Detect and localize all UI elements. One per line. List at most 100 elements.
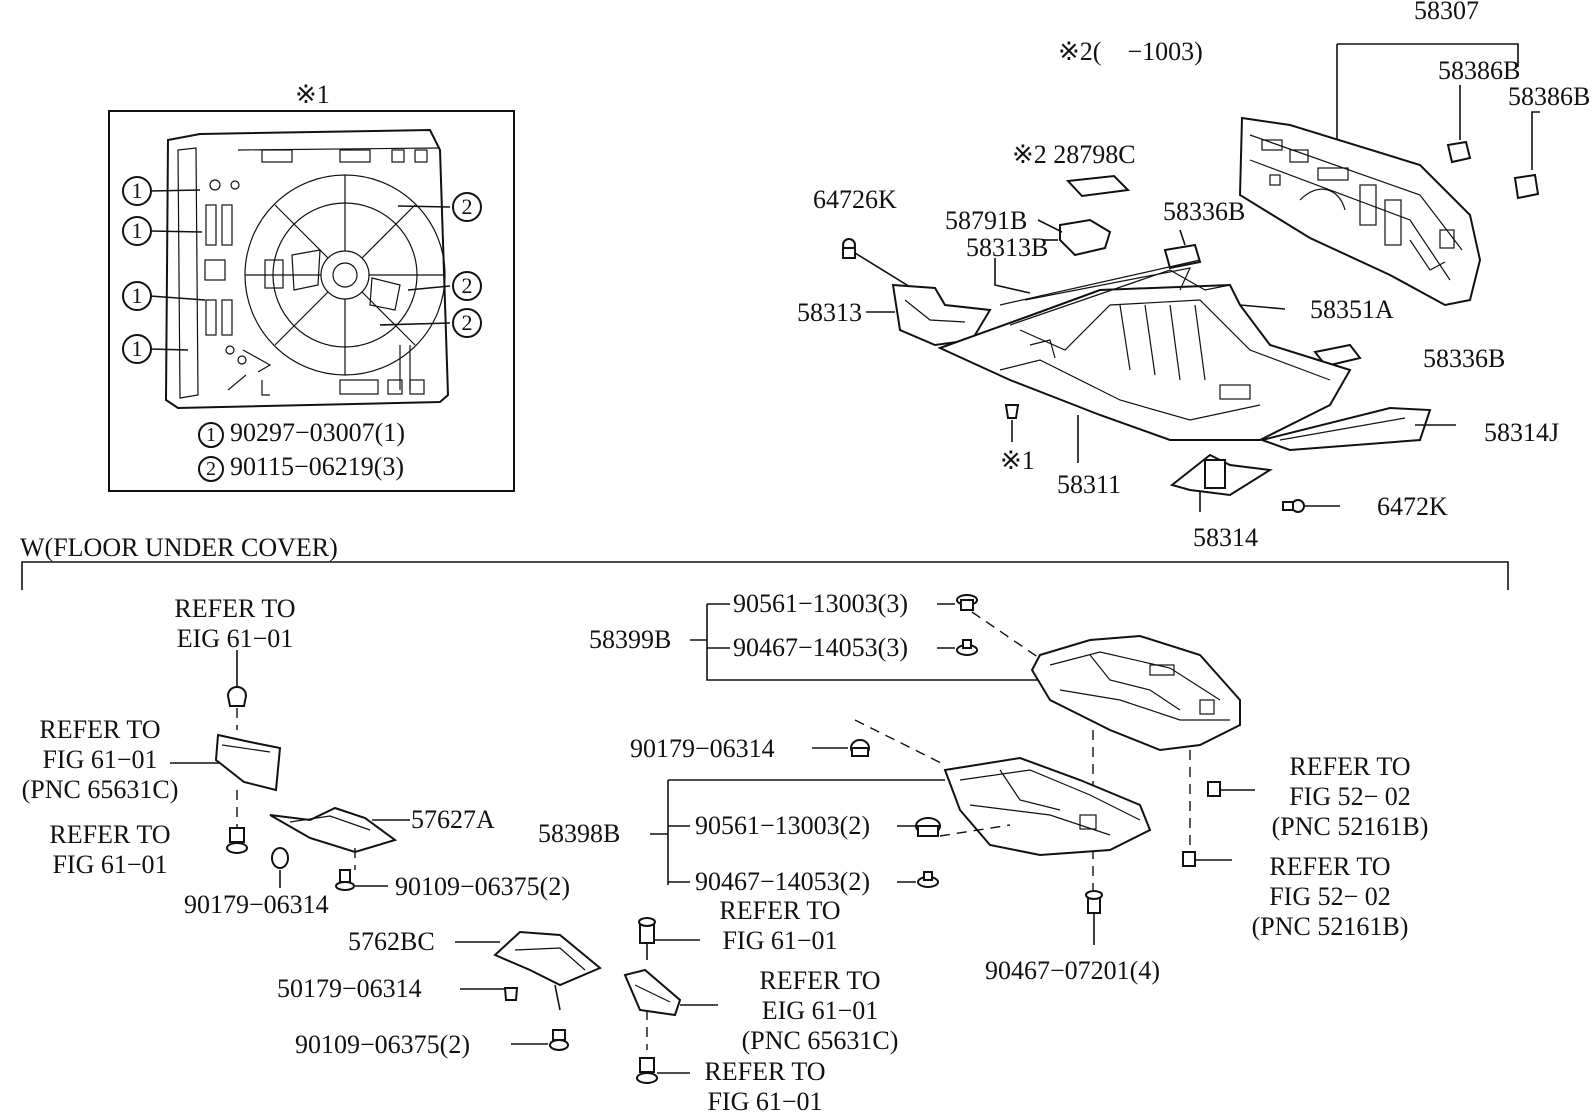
ref-eig-mid-b-line2: EIG 61−01	[761, 996, 879, 1025]
ref-fig-65631C-line3: (PNC 65631C)	[21, 775, 179, 804]
label-57627A: 57627A	[411, 805, 495, 834]
clip-90179-right	[850, 739, 870, 757]
callout-1-d: 1	[122, 334, 152, 364]
label-58399B: 58399B	[589, 625, 672, 654]
pad-28798C	[1065, 174, 1131, 198]
cover-57627A	[269, 806, 398, 854]
ref-eig-mid-b-line1: REFER TO	[759, 966, 881, 995]
label-90109-left: 90109−06375(2)	[395, 872, 570, 901]
label-90179-right: 90179−06314	[630, 734, 775, 763]
part-58791B	[1059, 218, 1112, 257]
cover-5762BC	[493, 930, 602, 987]
floor-pan-58311-drawing	[937, 259, 1352, 441]
ref-fig-mid-a-line2: FIG 61−01	[722, 926, 838, 955]
ref-fig-52161B-b-line3: (PNC 52161B)	[1251, 912, 1409, 941]
nut-90467-a	[956, 639, 978, 656]
label-58386B-a: 58386B	[1438, 56, 1521, 85]
clip-90179-left	[271, 847, 289, 869]
bolt-64726K	[842, 238, 856, 259]
clip-58386B-a	[1446, 140, 1472, 164]
label-90561-a: 90561−13003(3)	[733, 589, 908, 618]
label-5762BC: 5762BC	[348, 927, 435, 956]
label-90467-a: 90467−14053(3)	[733, 633, 908, 662]
bolt-6472K	[1282, 499, 1305, 513]
cover-65631C-mid	[623, 968, 682, 1017]
legend-part-1: 90297−03007(1)	[230, 418, 405, 447]
callout-1-b: 1	[122, 216, 152, 246]
label-90109-lower: 90109−06375(2)	[295, 1030, 470, 1059]
callout-2-b: 2	[452, 271, 482, 301]
ref-eig-mid-b: REFER TO EIG 61−01 (PNC 65631C)	[720, 966, 920, 1056]
clip-90561-a	[956, 594, 978, 611]
ref-fig-52161B-a-line2: FIG 52− 02	[1289, 782, 1411, 811]
ref-fig-52161B-b-line2: FIG 52− 02	[1269, 882, 1391, 911]
rear-panel-58307-drawing	[1238, 116, 1482, 307]
ref-fig-mid-c-line1: REFER TO	[704, 1057, 826, 1086]
label-50179: 50179−06314	[277, 974, 422, 1003]
ref-fig-52161B-a: REFER TO FIG 52− 02 (PNC 52161B)	[1250, 752, 1450, 842]
legend-num-2: 2	[198, 456, 224, 483]
ref-fig-mid-a: REFER TO FIG 61−01	[700, 896, 860, 956]
undercover-58399B	[1030, 634, 1241, 752]
clip-50179	[503, 987, 519, 1001]
label-64726K: 64726K	[813, 185, 897, 214]
legend-part-2: 90115−06219(3)	[230, 452, 405, 481]
clip-top-left	[226, 686, 248, 707]
label-58398B: 58398B	[538, 819, 621, 848]
ref-fig-mid-c: REFER TO FIG 61−01	[680, 1057, 850, 1117]
ref-eig-top-line1: REFER TO	[174, 594, 296, 623]
label-58386B-b: 58386B	[1508, 82, 1591, 111]
label-58313B: 58313B	[966, 233, 1049, 262]
label-58351A: 58351A	[1310, 295, 1394, 324]
clip-58386B-b	[1513, 173, 1540, 200]
ref-fig-52161B-b: REFER TO FIG 52− 02 (PNC 52161B)	[1230, 852, 1430, 942]
label-58311: 58311	[1057, 470, 1122, 499]
legend-num-1: 1	[198, 422, 224, 449]
clip-90561-b	[915, 817, 941, 837]
ref-fig-65631C-line1: REFER TO	[39, 715, 161, 744]
label-28798C: ※2 28798C	[1012, 140, 1136, 169]
label-note-range: ※2( −1003)	[1058, 37, 1203, 66]
label-6472K: 6472K	[1377, 492, 1448, 521]
ref-fig-mid-c-line2: FIG 61−01	[707, 1087, 823, 1116]
clip-52161B-a	[1207, 781, 1221, 797]
cover-65631C	[214, 733, 282, 792]
screw-90109-left	[335, 869, 355, 891]
callout-1-a: 1	[122, 176, 152, 206]
ref-eig-top-line2: EIG 61−01	[176, 624, 294, 653]
ref-fig-65631C-line2: FIG 61−01	[42, 745, 158, 774]
bolt-90467-07201	[1085, 890, 1103, 914]
callout-1-c: 1	[122, 281, 152, 311]
ref-fig-52161B-a-line1: REFER TO	[1289, 752, 1411, 781]
label-58336B-b: 58336B	[1423, 344, 1506, 373]
screw-90109-lower	[549, 1029, 569, 1051]
label-58307: 58307	[1414, 0, 1479, 25]
clip-mid-top	[638, 917, 656, 944]
clip-note1-drawing	[1004, 404, 1020, 419]
label-90561-b: 90561−13003(2)	[695, 811, 870, 840]
ref-eig-mid-b-line3: (PNC 65631C)	[741, 1026, 899, 1055]
label-90179-left: 90179−06314	[184, 890, 329, 919]
label-58791B: 58791B	[945, 206, 1028, 235]
ref-fig-low-left: REFER TO FIG 61−01	[30, 820, 190, 880]
ref-fig-low-left-line2: FIG 61−01	[52, 850, 168, 879]
callout-2-a: 2	[452, 192, 482, 222]
ref-fig-52161B-a-line3: (PNC 52161B)	[1271, 812, 1429, 841]
section-title: W(FLOOR UNDER COVER)	[20, 533, 338, 562]
bracket-58313	[891, 283, 992, 347]
ref-fig-low-left-line1: REFER TO	[49, 820, 171, 849]
nut-90467-b	[917, 871, 939, 888]
ref-fig-65631C: REFER TO FIG 61−01 (PNC 65631C)	[0, 715, 200, 805]
screw-left	[226, 827, 248, 854]
inset-spare-tire-pan-drawing	[164, 128, 450, 410]
label-90467-b: 90467−14053(2)	[695, 867, 870, 896]
clip-52161B-b	[1182, 851, 1196, 867]
inset-title: ※1	[295, 80, 330, 109]
ref-eig-top: REFER TO EIG 61−01	[160, 594, 310, 654]
label-58314: 58314	[1193, 523, 1258, 552]
ref-fig-mid-a-line1: REFER TO	[719, 896, 841, 925]
